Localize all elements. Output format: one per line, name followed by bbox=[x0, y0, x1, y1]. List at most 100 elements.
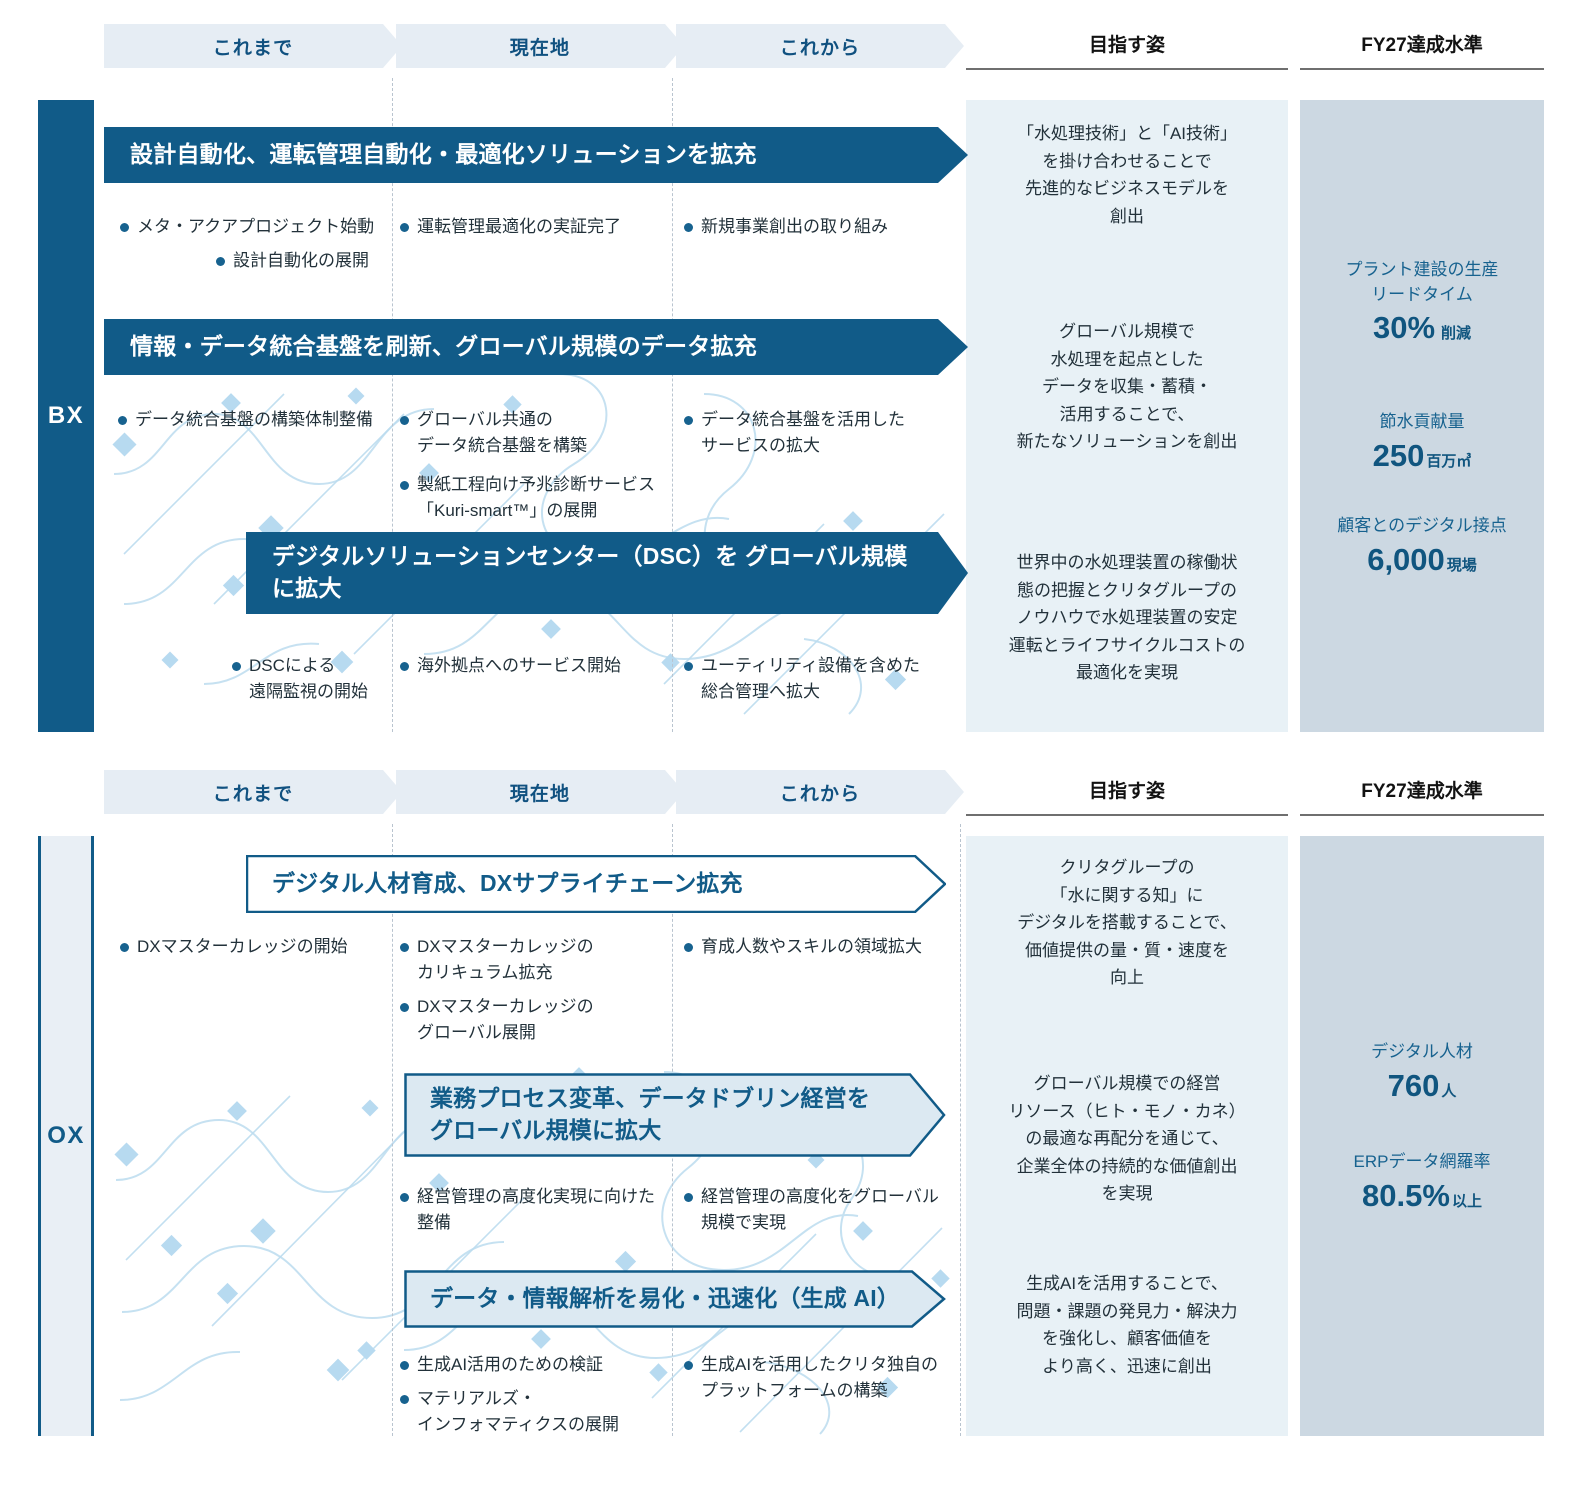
bullet-ox-b1-p2-1: DXマスターカレッジの カリキュラム拡充 bbox=[400, 934, 662, 987]
aspiration-line: 問題・課題の発見力・解決力 bbox=[1016, 1301, 1238, 1321]
phase-chip-label: これまで bbox=[212, 37, 294, 59]
kpi-label-line: ERPデータ網羅率 bbox=[1353, 1152, 1491, 1171]
bullet-line: 総合管理へ拡大 bbox=[701, 682, 820, 702]
section-ox: これまで 現在地 これから 目指す姿 FY27達成水準 OX bbox=[0, 770, 1592, 1470]
aspiration-line: 「水処理技術」と「AI技術」 bbox=[1016, 124, 1238, 143]
bullet-line: ユーティリティ設備を含めた bbox=[701, 656, 920, 675]
bullet-line: 規模で実現 bbox=[701, 1213, 786, 1233]
bullet-ox-b2-p3-1: 経営管理の高度化をグローバル 規模で実現 bbox=[684, 1184, 960, 1237]
section-bx: これまで 現在地 これから 目指す姿 FY27達成水準 BX bbox=[0, 24, 1592, 744]
aspiration-line: を掛け合わせることで bbox=[1042, 151, 1212, 171]
aspiration-ox-2: グローバル規模での経営 リソース（ヒト・モノ・カネ） の最適な再配分を通じて、 … bbox=[968, 1070, 1286, 1208]
column-separator bbox=[960, 824, 961, 1436]
bullet-line: データ統合基盤の構築体制整備 bbox=[135, 410, 373, 429]
kpi-bx-1: プラント建設の生産 リードタイム 30%削減 bbox=[1300, 258, 1544, 346]
bullet-ox-b1-p1-1: DXマスターカレッジの開始 bbox=[120, 934, 396, 960]
bullet-line: 整備 bbox=[417, 1213, 451, 1233]
aspiration-line: 価値提供の量・質・速度を bbox=[1025, 940, 1229, 960]
bullet-line: マテリアルズ・ bbox=[417, 1389, 536, 1408]
bullet-line: 海外拠点へのサービス開始 bbox=[417, 656, 621, 675]
bullet-bx-b3-p1-1: DSCによる 遠隔監視の開始 bbox=[232, 653, 392, 706]
phase-chip-ox-0: これまで bbox=[104, 770, 402, 814]
bullet-bx-b2-p3-1: データ統合基盤を活用した サービスの拡大 bbox=[684, 407, 956, 460]
banner-bx-2: 情報・データ統合基盤を刷新、グローバル規模のデータ拡充 bbox=[104, 319, 968, 375]
aspiration-band-ox bbox=[966, 836, 1288, 1436]
banner-line: データ・情報解析を易化・迅速化（生成 AI） bbox=[430, 1285, 900, 1312]
aspiration-header-label: 目指す姿 bbox=[1088, 781, 1165, 802]
bullet-bx-b2-p2-2: 製紙工程向け予兆診断サービス 「Kuri-smart™」の展開 bbox=[400, 472, 668, 525]
aspiration-line: を強化し、顧客価値を bbox=[1042, 1329, 1212, 1349]
banner-ox-1: デジタル人材育成、DXサプライチェーン拡充 bbox=[246, 855, 946, 913]
bullet-bx-b1-p2-1: 運転管理最適化の実証完了 bbox=[400, 214, 666, 240]
kpi-header-label: FY27達成水準 bbox=[1361, 781, 1483, 802]
bullet-line: プラットフォームの構築 bbox=[701, 1381, 888, 1401]
aspiration-line: 運転とライフサイクルコストの bbox=[1008, 635, 1246, 655]
bullet-line: 経営管理の高度化をグローバル bbox=[701, 1187, 939, 1206]
aspiration-ox-3: 生成AIを活用することで、 問題・課題の発見力・解決力 を強化し、顧客価値を よ… bbox=[972, 1270, 1282, 1380]
banner-line: グローバル規模に拡大 bbox=[272, 543, 908, 601]
aspiration-bx-1: 「水処理技術」と「AI技術」 を掛け合わせることで 先進的なビジネスモデルを 創… bbox=[974, 120, 1280, 230]
banner-ox-2: 業務プロセス変革、データドブリン経営を グローバル規模に拡大 bbox=[404, 1073, 946, 1157]
bullet-ox-b2-p2-1: 経営管理の高度化実現に向けた 整備 bbox=[400, 1184, 666, 1237]
column-separator bbox=[392, 824, 393, 1436]
aspiration-line: 最適化を実現 bbox=[1076, 663, 1178, 683]
phase-chip-label: これまで bbox=[212, 783, 294, 805]
aspiration-header-label: 目指す姿 bbox=[1088, 35, 1165, 56]
aspiration-line: 先進的なビジネスモデルを bbox=[1025, 179, 1229, 199]
banner-line: 業務プロセス変革、データドブリン経営を bbox=[430, 1085, 871, 1112]
banner-outline-shape bbox=[404, 1270, 946, 1328]
kpi-label-line: デジタル人材 bbox=[1371, 1042, 1473, 1061]
bullet-line: DXマスターカレッジの bbox=[417, 997, 594, 1016]
bullet-line: カリキュラム拡充 bbox=[417, 963, 553, 983]
banner-ox-3: データ・情報解析を易化・迅速化（生成 AI） bbox=[404, 1270, 946, 1328]
phase-chip-label: 現在地 bbox=[509, 783, 571, 805]
bullet-line: 育成人数やスキルの領域拡大 bbox=[701, 937, 922, 956]
aspiration-line: 水処理を起点とした bbox=[1050, 349, 1204, 369]
bullet-line: グローバル展開 bbox=[417, 1023, 536, 1043]
phase-chip-label: 現在地 bbox=[509, 37, 571, 59]
kpi-unit: 百万㎥ bbox=[1426, 452, 1472, 470]
bullet-ox-b3-p3-1: 生成AIを活用したクリタ独自の プラットフォームの構築 bbox=[684, 1352, 960, 1405]
aspiration-line: より高く、迅速に創出 bbox=[1042, 1356, 1212, 1376]
column-separator bbox=[392, 78, 393, 732]
banner-outline-shape bbox=[404, 1073, 946, 1157]
aspiration-header-bx: 目指す姿 bbox=[966, 24, 1288, 70]
aspiration-line: 世界中の水処理装置の稼働状 bbox=[1016, 553, 1238, 572]
aspiration-line: グローバル規模で bbox=[1059, 322, 1195, 341]
kpi-number: 6,000 bbox=[1367, 541, 1445, 577]
kpi-number: 250 bbox=[1372, 437, 1425, 473]
kpi-value: 30%削減 bbox=[1300, 309, 1544, 346]
kpi-label-line: 節水貢献量 bbox=[1379, 412, 1465, 431]
kpi-unit: 現場 bbox=[1446, 556, 1477, 574]
bullet-line: 運転管理最適化の実証完了 bbox=[417, 217, 621, 236]
phase-chip-bx-2: これから bbox=[676, 24, 964, 68]
phase-chip-bx-1: 現在地 bbox=[396, 24, 684, 68]
aspiration-line: の最適な再配分を通じて、 bbox=[1025, 1129, 1229, 1149]
bullet-bx-b3-p3-1: ユーティリティ設備を含めた 総合管理へ拡大 bbox=[684, 653, 956, 706]
aspiration-line: デジタルを搭載することで、 bbox=[1017, 913, 1237, 933]
banner-line: グローバル規模に拡大 bbox=[430, 1117, 662, 1143]
bullet-line: データ統合基盤を活用した bbox=[701, 410, 905, 429]
bullet-ox-b3-p2-2: マテリアルズ・ インフォマティクスの展開 bbox=[400, 1386, 666, 1439]
bullet-line: 「Kuri-smart™」の展開 bbox=[417, 501, 598, 521]
aspiration-band-bx bbox=[966, 100, 1288, 732]
bullet-line: 生成AI活用のための検証 bbox=[417, 1355, 604, 1374]
aspiration-line: 態の把握とクリタグループの bbox=[1017, 580, 1237, 600]
bullet-bx-b2-p1-1: データ統合基盤の構築体制整備 bbox=[118, 407, 396, 433]
phase-chip-label: これから bbox=[779, 37, 861, 59]
column-separator bbox=[672, 78, 673, 732]
bullet-line: 製紙工程向け予兆診断サービス bbox=[417, 475, 655, 494]
aspiration-line: 新たなソリューションを創出 bbox=[1016, 432, 1238, 452]
aspiration-line: 活用することで、 bbox=[1059, 404, 1195, 424]
kpi-label-line: リードタイム bbox=[1371, 284, 1473, 304]
phase-chip-label: これから bbox=[779, 783, 861, 805]
bullet-bx-b1-p3-1: 新規事業創出の取り組み bbox=[684, 214, 954, 240]
phase-chip-ox-2: これから bbox=[676, 770, 964, 814]
kpi-header-bx: FY27達成水準 bbox=[1300, 24, 1544, 70]
aspiration-line: 創出 bbox=[1110, 206, 1144, 226]
